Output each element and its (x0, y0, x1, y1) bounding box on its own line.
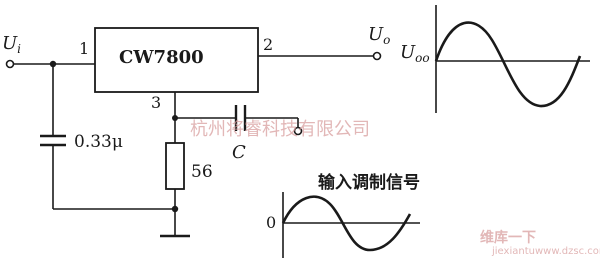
pin-2-label: 2 (263, 35, 273, 54)
output-terminal (372, 51, 382, 61)
mod-waveform (281, 195, 412, 252)
mod-input-terminal (293, 126, 303, 136)
watermark-site: jiexiantu (491, 246, 535, 257)
zero-label: 0 (266, 213, 276, 232)
resistor (165, 142, 185, 190)
modulation-caption: 输入调制信号 (318, 172, 420, 193)
input-terminal (5, 59, 15, 69)
output-waveform (434, 21, 582, 108)
pin-1-label: 1 (79, 39, 89, 58)
ic-label: CW7800 (119, 47, 204, 68)
watermark-url: www.dzsc.com (535, 246, 600, 257)
pin-3-label: 3 (151, 93, 161, 112)
watermark-company: 杭州将睿科技有限公司 (190, 119, 370, 140)
input-voltage-label: Ui (2, 33, 21, 56)
output-voltage-label: Uo (368, 24, 390, 47)
regulator-ic-box (94, 27, 259, 93)
mod-cap-label: C (232, 142, 246, 163)
resistor-value: 56 (191, 162, 213, 182)
input-cap-value: 0.33μ (74, 132, 123, 152)
watermark-logo: 维库一下 (480, 229, 536, 246)
output-wave-label: Uoo (400, 42, 430, 65)
ground-junction-dot (171, 205, 179, 213)
